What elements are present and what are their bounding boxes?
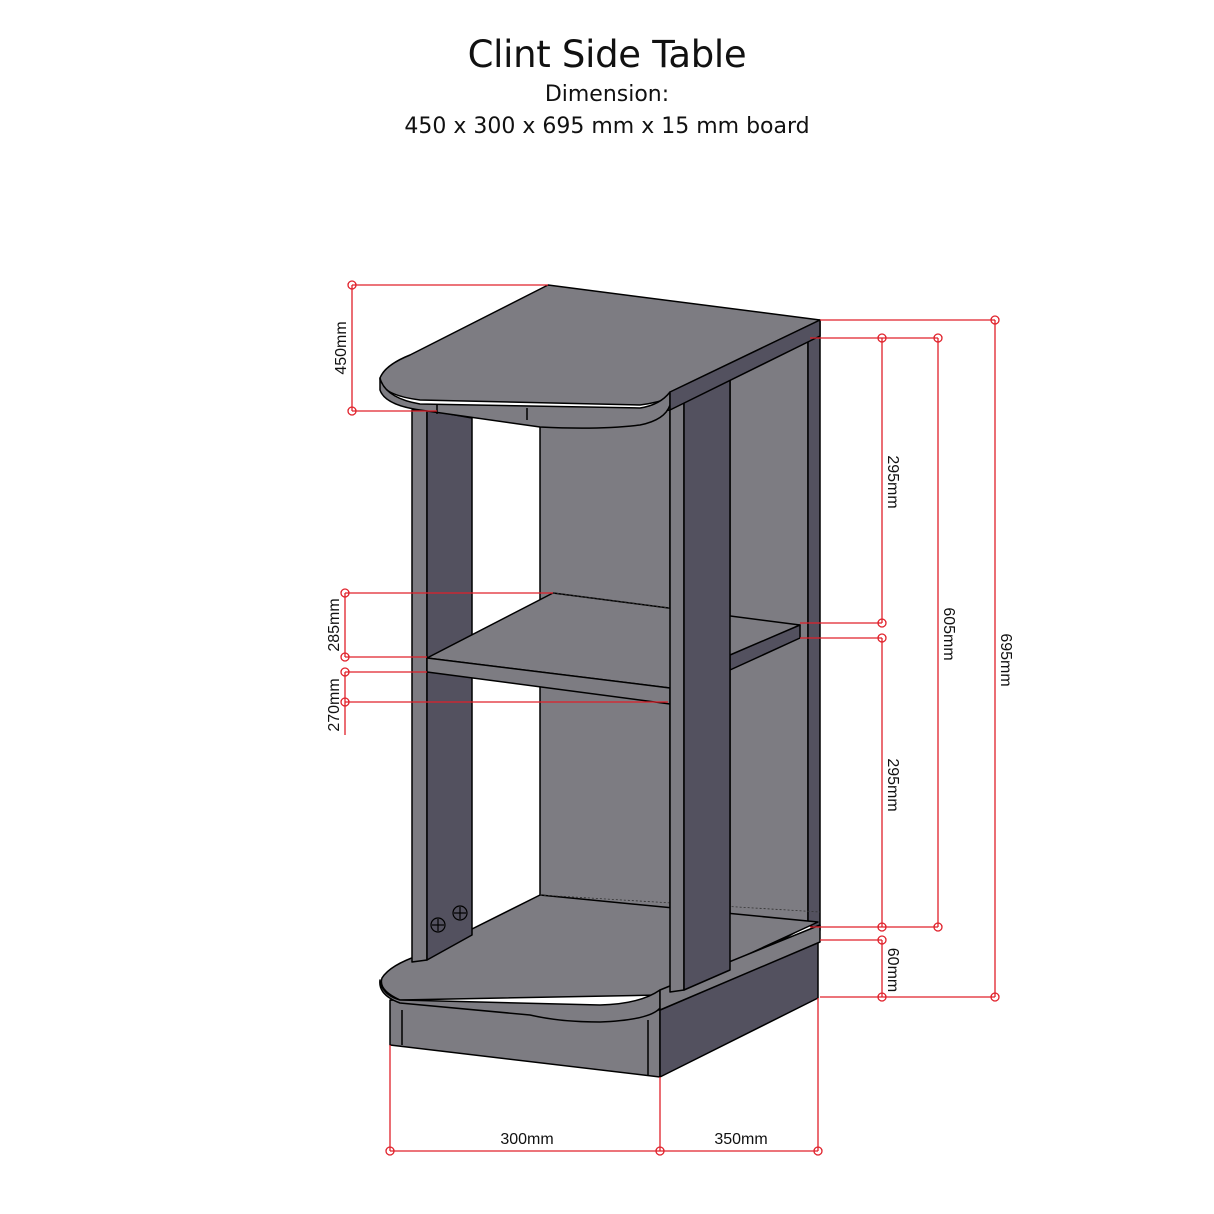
bottom-board-side-edge (659, 924, 821, 1011)
title-block: Clint Side Table Dimension: 450 x 300 x … (0, 30, 1214, 144)
furniture-model (379, 284, 821, 1078)
page-title: Clint Side Table (467, 33, 747, 76)
top-board-front-edge (379, 377, 671, 429)
dim-label-shelf-gap-upper: 285mm (326, 598, 343, 651)
screw-icon (452, 905, 468, 921)
dimension-heading: Dimension: (544, 82, 670, 107)
dim-label-top-depth: 450mm (333, 321, 350, 374)
screw-icon (430, 917, 446, 933)
dim-label-inner-height: 605mm (940, 607, 957, 660)
dim-label-total-height: 695mm (997, 633, 1014, 686)
dim-label-side-depth: 350mm (714, 1131, 767, 1148)
dim-label-front-width: 300mm (500, 1131, 553, 1148)
dim-label-shelf-gap-lower: 270mm (326, 678, 343, 731)
top-board-side-edge (669, 319, 821, 411)
dimension-lines (340, 280, 1000, 1156)
right-post-face (669, 399, 685, 993)
left-post-side (426, 409, 473, 961)
right-side-panel-edge (807, 319, 821, 931)
overall-dimensions: 450 x 300 x 695 mm x 15 mm board (404, 114, 810, 139)
dim-label-plinth-height: 60mm (884, 948, 901, 992)
dim-label-upper-opening: 295mm (884, 455, 901, 508)
bottom-board-front-edge (379, 979, 661, 1023)
right-post-side (683, 379, 731, 991)
left-post-face (411, 409, 428, 963)
dim-label-lower-opening: 295mm (884, 758, 901, 811)
